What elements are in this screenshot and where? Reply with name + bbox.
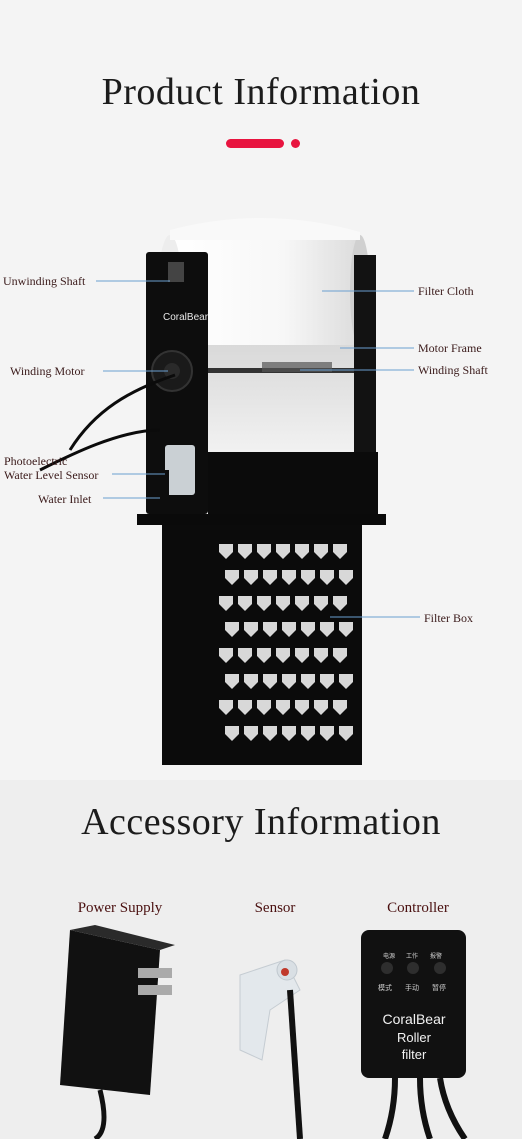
vent-hole bbox=[301, 622, 315, 637]
controller-brand: CoralBear bbox=[382, 1011, 445, 1027]
vent-hole bbox=[282, 674, 296, 689]
vent-hole bbox=[225, 726, 239, 741]
filter-box-vents bbox=[219, 544, 353, 741]
label-unwinding-shaft: Unwinding Shaft bbox=[3, 274, 86, 288]
controller-label-top-3: 报警 bbox=[430, 952, 442, 960]
vent-hole bbox=[295, 544, 309, 559]
controller-image bbox=[361, 930, 468, 1139]
vent-hole bbox=[282, 622, 296, 637]
vent-hole bbox=[257, 648, 271, 663]
vent-hole bbox=[320, 622, 334, 637]
label-photoelectric: Photoelectric bbox=[4, 454, 68, 468]
leader-lines bbox=[96, 280, 420, 618]
vent-hole bbox=[333, 596, 347, 611]
vent-hole bbox=[320, 726, 334, 741]
vent-hole bbox=[282, 570, 296, 585]
vent-hole bbox=[219, 596, 233, 611]
controller-label-bottom-2: 手动 bbox=[405, 983, 419, 992]
label-water-inlet: Water Inlet bbox=[38, 492, 92, 506]
label-filter-box: Filter Box bbox=[424, 611, 474, 625]
vent-hole bbox=[263, 674, 277, 689]
vent-hole bbox=[276, 648, 290, 663]
vent-hole bbox=[225, 570, 239, 585]
vent-hole bbox=[314, 700, 328, 715]
controller-line2: Roller bbox=[397, 1030, 432, 1045]
vent-hole bbox=[238, 648, 252, 663]
accessory-info-title: Accessory Information bbox=[81, 801, 441, 843]
vent-hole bbox=[339, 622, 353, 637]
filter-box bbox=[162, 525, 362, 765]
vent-hole bbox=[263, 726, 277, 741]
vent-hole bbox=[244, 570, 258, 585]
mount-flange bbox=[137, 514, 386, 525]
label-winding-motor: Winding Motor bbox=[10, 364, 85, 378]
controller-label-bottom-3: 暂停 bbox=[432, 983, 446, 992]
accessory-label-power-supply: Power Supply bbox=[77, 900, 163, 916]
filter-cloth-sheet bbox=[205, 345, 355, 455]
vent-hole bbox=[295, 700, 309, 715]
vent-hole bbox=[276, 596, 290, 611]
vent-hole bbox=[314, 648, 328, 663]
vent-hole bbox=[339, 674, 353, 689]
vent-hole bbox=[257, 700, 271, 715]
controller-line3: filter bbox=[402, 1047, 427, 1062]
vent-hole bbox=[314, 596, 328, 611]
vent-hole bbox=[295, 596, 309, 611]
vent-hole bbox=[244, 726, 258, 741]
label-motor-frame: Motor Frame bbox=[418, 341, 482, 355]
vent-hole bbox=[225, 674, 239, 689]
accessory-label-controller: Controller bbox=[387, 900, 449, 916]
vent-hole bbox=[257, 596, 271, 611]
vent-hole bbox=[263, 570, 277, 585]
controller-label-bottom-1: 模式 bbox=[378, 983, 392, 992]
vent-hole bbox=[333, 700, 347, 715]
label-filter-cloth: Filter Cloth bbox=[418, 284, 474, 298]
vent-hole bbox=[244, 674, 258, 689]
vent-hole bbox=[333, 544, 347, 559]
unwinding-shaft-knob bbox=[168, 262, 184, 282]
vent-hole bbox=[219, 648, 233, 663]
vent-hole bbox=[219, 700, 233, 715]
vent-hole bbox=[238, 596, 252, 611]
vent-hole bbox=[225, 622, 239, 637]
title-accent-bar bbox=[226, 139, 284, 148]
vent-hole bbox=[276, 700, 290, 715]
vent-hole bbox=[333, 648, 347, 663]
vent-hole bbox=[238, 700, 252, 715]
vent-hole bbox=[263, 622, 277, 637]
title-accent-dot bbox=[291, 139, 300, 148]
label-winding-shaft: Winding Shaft bbox=[418, 363, 488, 377]
vent-hole bbox=[301, 726, 315, 741]
vent-hole bbox=[295, 648, 309, 663]
vent-hole bbox=[339, 726, 353, 741]
vent-hole bbox=[238, 544, 252, 559]
brand-on-plate: CoralBear bbox=[163, 312, 209, 323]
photoelectric-sensor bbox=[165, 445, 195, 495]
product-info-title: Product Information bbox=[101, 71, 421, 113]
vent-hole bbox=[257, 544, 271, 559]
vent-hole bbox=[339, 570, 353, 585]
vent-hole bbox=[320, 570, 334, 585]
vent-hole bbox=[301, 570, 315, 585]
vent-hole bbox=[276, 544, 290, 559]
vent-hole bbox=[314, 544, 328, 559]
power-supply-image bbox=[60, 925, 175, 1139]
vent-hole bbox=[282, 726, 296, 741]
vent-hole bbox=[244, 622, 258, 637]
vent-hole bbox=[320, 674, 334, 689]
accessory-label-sensor: Sensor bbox=[254, 900, 296, 916]
controller-label-top-2: 工作 bbox=[406, 952, 418, 960]
controller-label-top-1: 电源 bbox=[383, 952, 395, 960]
label-water-level-sensor: Water Level Sensor bbox=[4, 468, 99, 482]
vent-hole bbox=[219, 544, 233, 559]
vent-hole bbox=[301, 674, 315, 689]
filter-tray bbox=[208, 452, 378, 514]
motor-frame bbox=[354, 255, 376, 455]
sensor-image bbox=[239, 959, 303, 1139]
